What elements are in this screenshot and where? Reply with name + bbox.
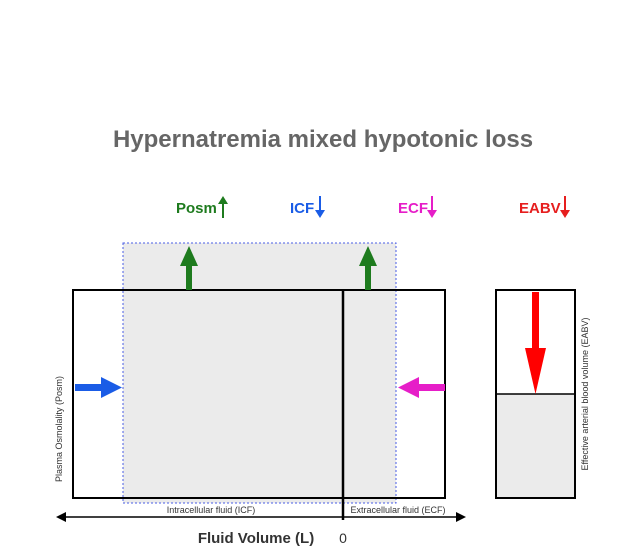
compartment-box — [72, 289, 446, 499]
indicator-eabv-label: EABV — [519, 200, 561, 217]
indicator-posm-label: Posm — [176, 200, 217, 217]
red-down-arrow-icon — [525, 292, 546, 394]
y-axis-label: Plasma Osmolality (Posm) — [54, 376, 64, 482]
icf-down-icon — [315, 196, 325, 218]
zero-label: 0 — [339, 530, 347, 546]
ecf-down-icon — [427, 196, 437, 218]
eabv-shaded-area — [496, 394, 575, 498]
eabv-axis-label: Effective arterial blood volume (EABV) — [580, 318, 590, 471]
diagram-title: Hypernatremia mixed hypotonic loss — [113, 126, 533, 153]
icf-label: Intracellular fluid (ICF) — [167, 505, 256, 515]
green-up-arrow-icf-icon — [180, 246, 198, 290]
x-axis-arrow — [56, 512, 466, 522]
ecf-label: Extracellular fluid (ECF) — [350, 505, 445, 515]
x-axis-label: Fluid Volume (L) — [198, 530, 314, 547]
indicator-ecf-label: ECF — [398, 200, 428, 217]
new-state-area — [122, 242, 397, 504]
green-up-arrow-ecf-icon — [359, 246, 377, 290]
posm-up-icon — [218, 196, 228, 218]
indicator-icf-label: ICF — [290, 200, 314, 217]
magenta-left-arrow-icon — [398, 377, 445, 398]
blue-right-arrow-icon — [75, 377, 122, 398]
eabv-down-icon — [560, 196, 570, 218]
